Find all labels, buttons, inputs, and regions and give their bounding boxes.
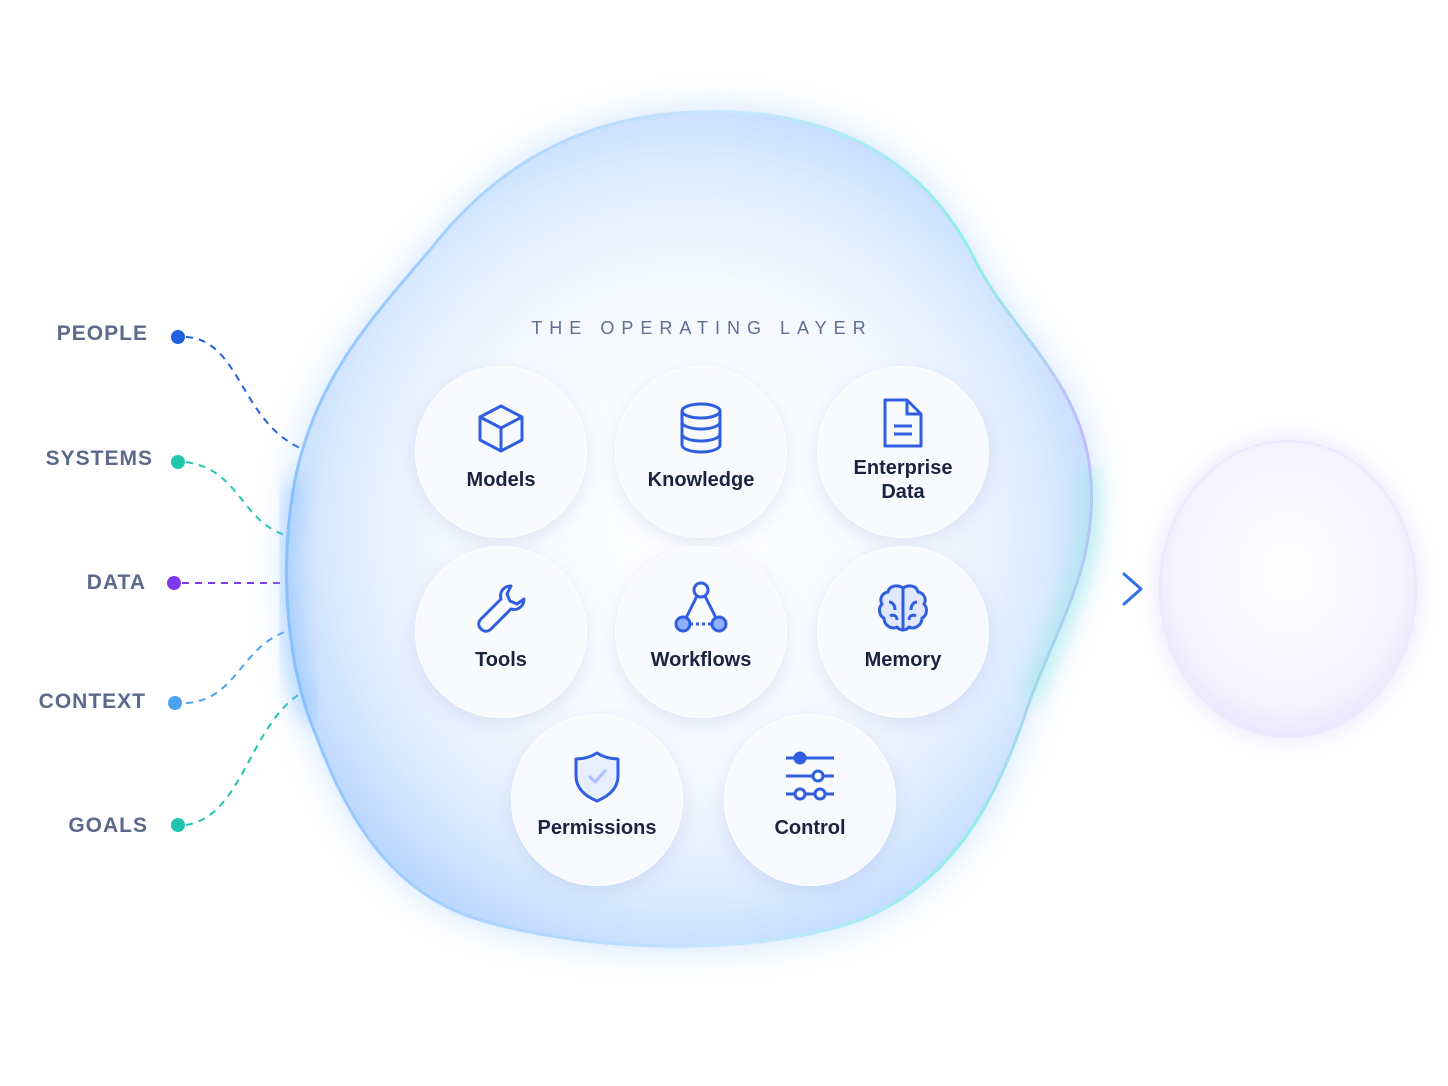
capability-label: Models [466, 469, 536, 491]
dot-context [168, 696, 182, 710]
capability-label: Workflows [650, 649, 752, 671]
capability-control: Control [724, 714, 896, 886]
output-bubble [1159, 440, 1417, 738]
capability-label: Control [774, 817, 846, 839]
workflow-graph-icon [674, 581, 728, 633]
connector-systems [185, 461, 286, 536]
capability-knowledge: Knowledge [615, 366, 787, 538]
capability-label: Memory [864, 649, 942, 671]
wrench-icon [477, 584, 526, 633]
input-label-systems: SYSTEMS [45, 447, 153, 470]
cube-icon [478, 404, 524, 453]
input-label-people: PEOPLE [56, 322, 148, 345]
database-icon [680, 402, 722, 454]
input-label-goals: GOALS [68, 814, 148, 837]
document-icon [883, 398, 923, 448]
connector-context [185, 627, 299, 704]
capability-label: Tools [475, 649, 527, 671]
capability-label: Knowledge [647, 469, 755, 491]
input-label-context: CONTEXT [38, 690, 146, 713]
capability-models: Models [415, 366, 587, 538]
brain-icon [878, 584, 928, 632]
dot-goals [171, 818, 185, 832]
capability-memory: Memory [817, 546, 989, 718]
operating-layer-title: THE OPERATING LAYER [531, 318, 873, 338]
capability-enterprise-data: Enterprise Data [817, 366, 989, 538]
output-arrow [1030, 572, 1143, 606]
input-connectors [182, 336, 326, 826]
capability-label: Permissions [537, 817, 657, 839]
capability-label-line1: Enterprise [853, 457, 953, 479]
dot-systems [171, 455, 185, 469]
sliders-icon [786, 751, 834, 801]
capability-workflows: Workflows [615, 546, 787, 718]
blob-edge-tint [278, 478, 318, 723]
capability-tools: Tools [415, 546, 587, 718]
connector-people [185, 336, 301, 449]
dot-data [167, 576, 181, 590]
shield-icon [574, 751, 620, 803]
dot-people [171, 330, 185, 344]
capability-label-line2: Data [881, 481, 925, 503]
input-dots [167, 330, 185, 832]
input-label-data: DATA [86, 571, 146, 594]
capability-label: Enterprise Data [817, 456, 989, 504]
capability-permissions: Permissions [511, 714, 683, 886]
